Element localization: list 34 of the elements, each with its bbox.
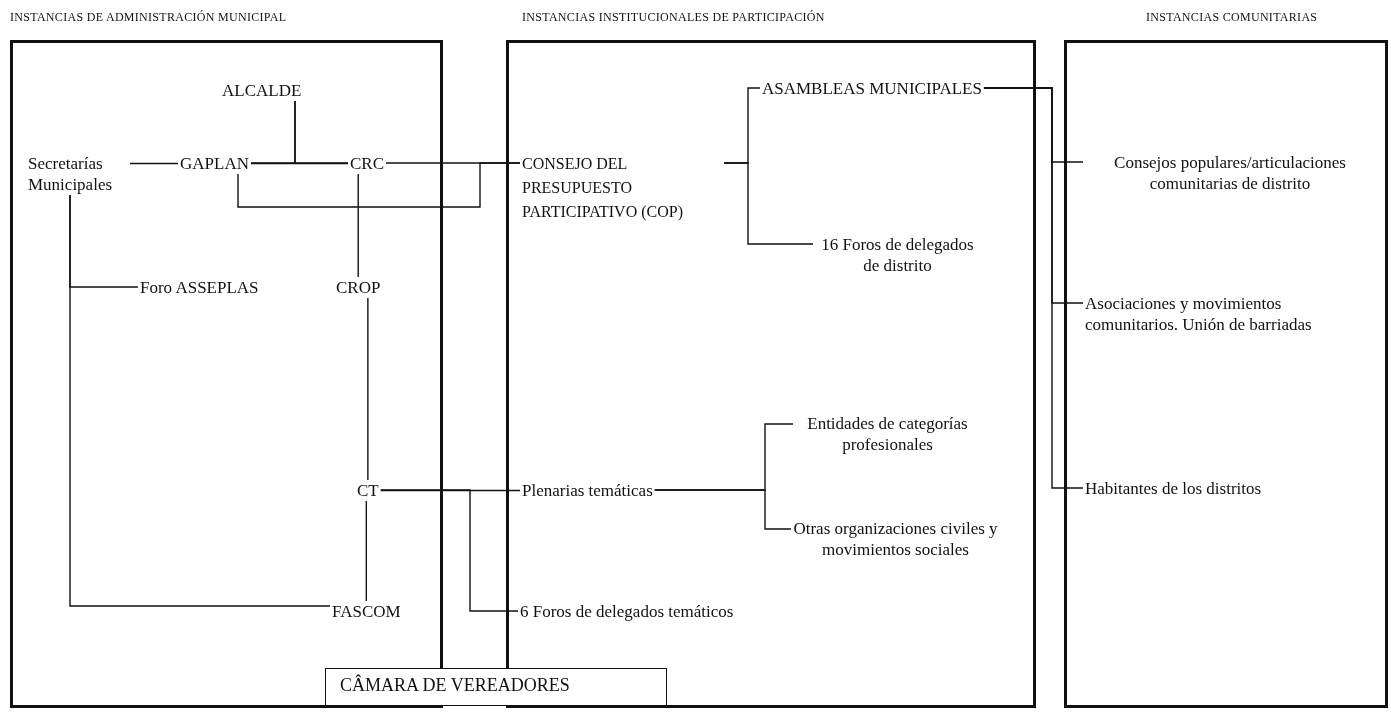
organization-label: FASCOM	[332, 601, 401, 622]
organization-label: Secretarías Municipales	[28, 153, 128, 195]
connector-line	[357, 173, 359, 278]
connector-line	[250, 162, 349, 165]
connector-line	[723, 162, 814, 245]
connector-line	[380, 489, 519, 612]
organization-label: Foro ASSEPLAS	[140, 277, 259, 298]
connector-line	[367, 297, 369, 481]
organization-label: 6 Foros de delegados temáticos	[520, 601, 734, 622]
organization-label: Consejos populares/articulaciones comunitarias de distrito	[1085, 152, 1375, 194]
organization-label: 16 Foros de delegados de distrito	[815, 234, 980, 276]
connector-line	[654, 489, 792, 530]
organization-label: Plenarias temáticas	[522, 480, 653, 501]
organization-label: CONSEJO DEL PRESUPUESTO PARTICIPATIVO (COP)	[522, 152, 722, 224]
organization-label: ASAMBLEAS MUNICIPALES	[762, 78, 982, 99]
institution-box: CÂMARA DE VEREADORES	[325, 668, 667, 706]
organization-label: CROP	[336, 277, 381, 298]
organization-label: Entidades de categorías profesionales	[795, 413, 980, 455]
organization-label: CRC	[350, 153, 385, 174]
column-heading: INSTANCIAS DE ADMINISTRACIÓN MUNICIPAL	[10, 10, 287, 25]
organization-label: Habitantes de los distritos	[1085, 478, 1262, 499]
organization-label: Otras organizaciones civiles y movimientos sociales	[793, 518, 998, 560]
organization-label: CT	[357, 480, 379, 501]
organization-label: GAPLAN	[180, 153, 249, 174]
connector-line	[365, 500, 368, 602]
column-heading: INSTANCIAS COMUNITARIAS	[1146, 10, 1318, 25]
connector-line	[69, 194, 331, 607]
organization-label: ALCALDE	[222, 80, 302, 101]
column-heading: INSTANCIAS INSTITUCIONALES DE PARTICIPACIÓN	[522, 10, 825, 25]
connector-line	[294, 100, 349, 164]
organization-label: Asociaciones y movimientos comunitarios. Unión de barriadas	[1085, 293, 1375, 335]
connector-line	[385, 162, 521, 164]
connector-line	[129, 162, 179, 165]
connector-line	[983, 87, 1084, 489]
